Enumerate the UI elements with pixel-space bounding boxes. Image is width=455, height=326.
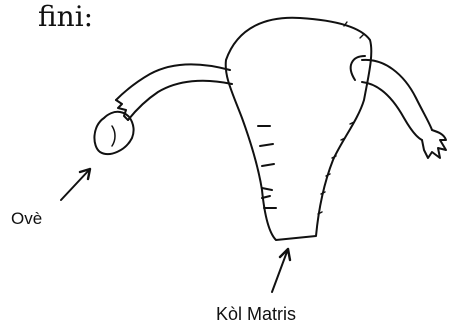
uterus-body [226, 18, 372, 240]
ovary-label: Ovè [11, 209, 42, 229]
cervix-label: Kòl Matris [216, 304, 296, 324]
left-ovary [94, 112, 133, 154]
uterus-texture [258, 126, 276, 208]
cervix-arrow [272, 249, 290, 292]
left-fimbriae [116, 100, 128, 120]
right-fimbriae [422, 130, 446, 158]
ovary-arrow [61, 169, 90, 200]
left-ovary-detail [112, 126, 115, 146]
left-fallopian-tube [116, 64, 232, 120]
right-fallopian-tube [362, 60, 432, 140]
